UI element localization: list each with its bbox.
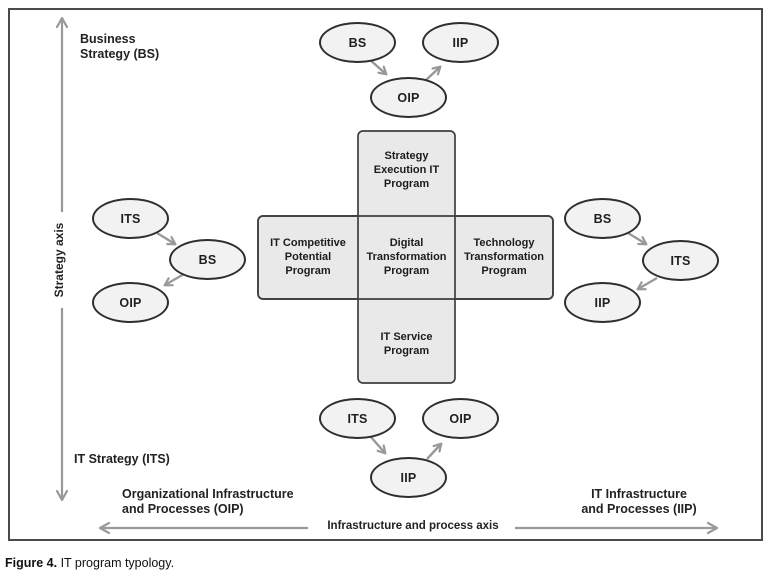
- program-strategy-execution: Strategy Execution IT Program: [373, 150, 440, 190]
- node-bottom-its: ITS: [319, 398, 396, 439]
- node-bottom-iip: IIP: [370, 457, 447, 498]
- iip-label: IT Infrastructure and Processes (IIP): [581, 487, 697, 516]
- business-strategy-label: Business Strategy (BS): [80, 32, 160, 61]
- figure-caption: Figure 4. IT program typology.: [5, 556, 174, 570]
- program-technology-transformation: Technology Transformation Program: [463, 237, 545, 277]
- node-right-its: ITS: [642, 240, 719, 281]
- node-left-its: ITS: [92, 198, 169, 239]
- strategy-axis-label: Strategy axis: [52, 222, 66, 298]
- node-left-oip: OIP: [92, 282, 169, 323]
- program-it-service: IT Service Program: [380, 331, 433, 357]
- node-top-iip: IIP: [422, 22, 499, 63]
- node-top-bs: BS: [319, 22, 396, 63]
- figure-caption-text: IT program typology.: [60, 556, 175, 570]
- program-digital-transformation: Digital Transformation Program: [366, 237, 447, 277]
- node-right-iip: IIP: [564, 282, 641, 323]
- node-top-oip: OIP: [370, 77, 447, 118]
- node-left-bs: BS: [169, 239, 246, 280]
- infrastructure-axis-label: Infrastructure and process axis: [327, 520, 499, 532]
- it-strategy-label: IT Strategy (ITS): [74, 452, 170, 466]
- figure-caption-label: Figure 4.: [5, 556, 58, 570]
- node-bottom-oip: OIP: [422, 398, 499, 439]
- program-it-competitive-potential: IT Competitive Potential Program: [270, 237, 346, 277]
- node-right-bs: BS: [564, 198, 641, 239]
- oip-label: Organizational Infrastructure and Proces…: [122, 487, 294, 516]
